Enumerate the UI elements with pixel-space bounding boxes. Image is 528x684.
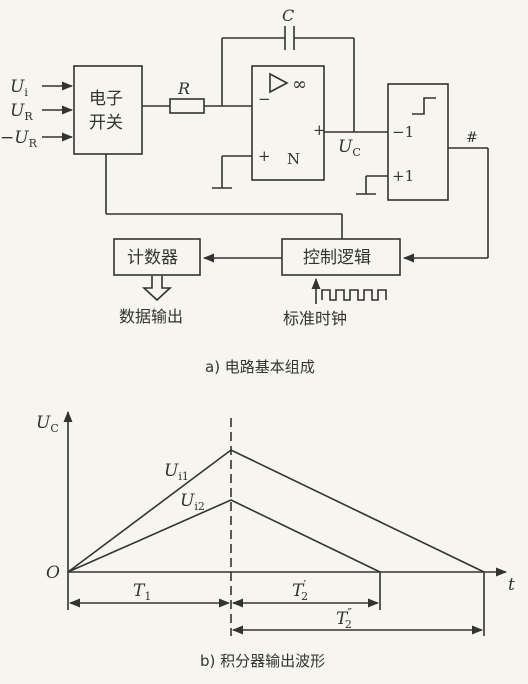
- opamp-triangle-icon: [269, 72, 289, 94]
- control-logic-box: [281, 238, 401, 276]
- waveform-diagram: [63, 410, 508, 636]
- data-output-arrow-icon: [141, 276, 173, 302]
- circuit-diagram: [42, 26, 489, 304]
- waveform-ui1: [67, 449, 485, 573]
- uc-label: UC: [338, 137, 361, 159]
- circuit-labels: Ui UR −UR 电子 开关 R C ∞ − + + N UC −1 +1 #…: [0, 6, 478, 376]
- t1-label: T1: [133, 581, 151, 603]
- opamp-name: N: [287, 150, 300, 168]
- switch-label-2: 开关: [89, 113, 123, 133]
- electronic-switch-box: [73, 65, 143, 155]
- opamp-minus-label: −: [258, 90, 271, 108]
- comparator-output-hash: #: [466, 130, 478, 146]
- caption-a: a) 电路基本组成: [205, 358, 315, 376]
- clock-pulse-icon: [321, 289, 387, 301]
- resistor-label: R: [177, 79, 190, 98]
- capacitor-label: C: [282, 6, 294, 25]
- resistor-symbol: [169, 98, 205, 114]
- input-label-ur: UR: [10, 101, 33, 123]
- ui1-label: Ui1: [164, 461, 189, 483]
- t2pp-label: T″2: [336, 606, 352, 631]
- origin-label: O: [46, 563, 60, 583]
- opamp-plus-input-label: +: [258, 147, 271, 165]
- input-label-ui: Ui: [10, 77, 28, 99]
- counter-box: [113, 238, 201, 276]
- comparator-step-icon: [412, 97, 436, 115]
- y-axis-label: UC: [36, 413, 59, 435]
- comparator-box: [387, 83, 449, 201]
- ui2-label: Ui2: [180, 491, 205, 513]
- opamp-box: [251, 65, 325, 181]
- input-label-neg-ur: −UR: [0, 128, 38, 150]
- t2p-label: T′2: [292, 578, 308, 603]
- switch-label-1: 电子: [89, 89, 123, 109]
- opamp-infinity: ∞: [292, 74, 307, 95]
- waveform-labels: UC t O Ui1 Ui2 T1 T′2 T″2 b) 积分器输出波形: [36, 413, 515, 670]
- data-output-label: 数据输出: [119, 307, 183, 326]
- comparator-minus-label: −1: [392, 123, 414, 141]
- control-logic-label: 控制逻辑: [303, 248, 371, 268]
- caption-b: b) 积分器输出波形: [200, 652, 325, 670]
- standard-clock-label: 标准时钟: [283, 309, 347, 328]
- counter-label: 计数器: [127, 248, 178, 268]
- x-axis-label: t: [508, 575, 515, 595]
- waveform-ui2: [67, 499, 381, 573]
- comparator-plus-label: +1: [392, 167, 414, 185]
- opamp-plus-label: +: [313, 121, 326, 139]
